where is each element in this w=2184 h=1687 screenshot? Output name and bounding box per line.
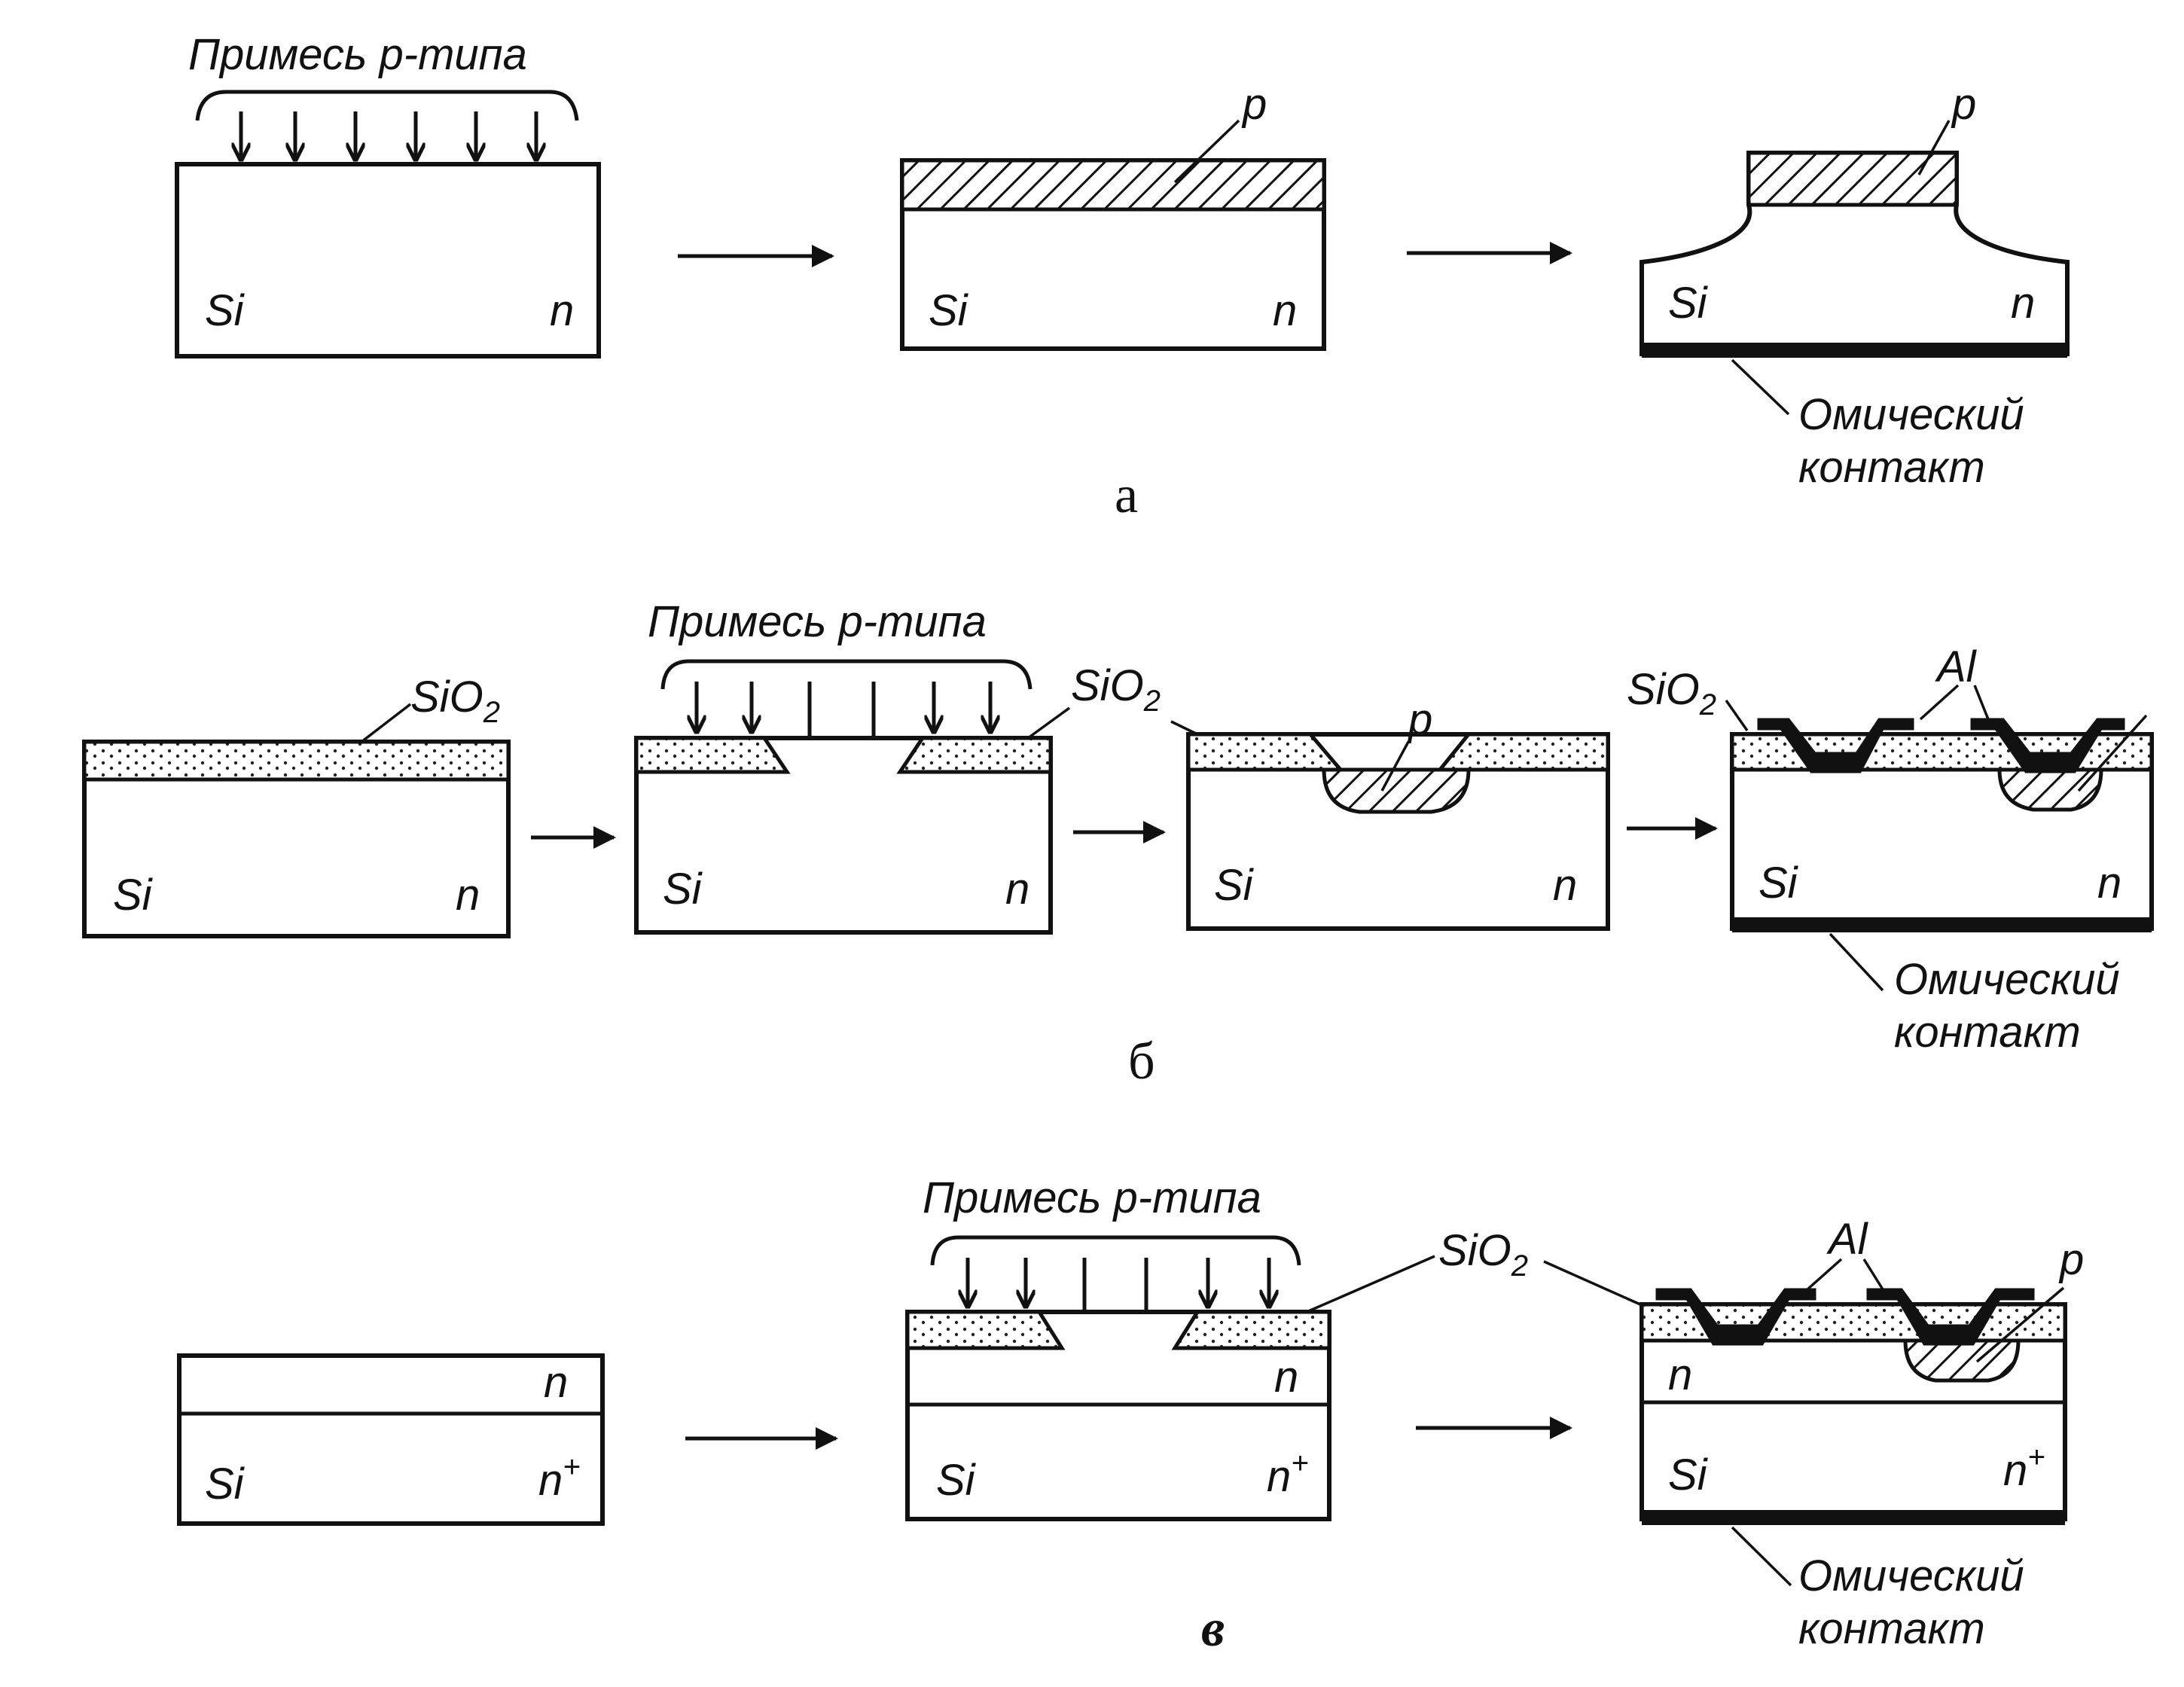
caption-b: б xyxy=(1128,1033,1155,1091)
dopant-brace-v2 xyxy=(930,1235,1301,1266)
al-leader-b4 xyxy=(1919,684,1960,721)
ohmic-contact-a3 xyxy=(1642,343,2067,358)
sio2-leader-b3 xyxy=(1170,720,1198,736)
wafer-b4: SiO2 Al Si n Омический контакт xyxy=(1627,642,2154,1057)
si-label-b3: Si xyxy=(1214,861,1255,910)
si-label-b1: Si xyxy=(113,871,154,920)
ohmic-leader-a3 xyxy=(1731,358,1790,416)
ohmic-leader-b4 xyxy=(1829,932,1884,992)
p-leader-v3 xyxy=(1975,1286,2065,1363)
wafer-b3: p Si n xyxy=(1170,695,1610,931)
p-label-v3: p xyxy=(2058,1235,2084,1284)
ohmic-contact-b4 xyxy=(1732,917,2152,932)
ohmic-label-b4-line2: контакт xyxy=(1894,1008,2081,1057)
row-b: SiO2 Si n Примесь p-типа SiO2 Si n xyxy=(82,597,2154,1091)
dopant-brace-a1 xyxy=(195,90,579,121)
wafer-v2: Примесь p-типа SiO2 n Si n+ xyxy=(905,1173,1528,1521)
sio2-leader-b4 xyxy=(1725,699,1749,732)
p-region-b4 xyxy=(1997,767,2103,812)
ohmic-label-b4-line1: Омический xyxy=(1894,955,2120,1004)
n-label-a2: n xyxy=(1273,286,1297,335)
ohmic-contact-v3 xyxy=(1642,1510,2065,1525)
al-contact-right-b4 xyxy=(1970,718,2125,773)
al-label-b4: Al xyxy=(1935,642,1978,691)
sio2-left-b2 xyxy=(634,736,791,774)
p-label-b3: p xyxy=(1407,695,1432,744)
p-leader-b4 xyxy=(2077,714,2148,792)
nplus-label-v1: n+ xyxy=(538,1451,581,1505)
sio2-left-v2 xyxy=(905,1310,1066,1350)
substrate-a1 xyxy=(175,162,601,358)
sio2-leader-v2 xyxy=(1306,1255,1435,1313)
p-layer-a3 xyxy=(1746,151,1959,207)
ohmic-leader-v3 xyxy=(1731,1526,1792,1587)
caption-a: а xyxy=(1115,466,1138,524)
substrate-v1 xyxy=(177,1353,605,1526)
sio2-label-b1: SiO2 xyxy=(410,673,500,729)
nplus-label-v3: n+ xyxy=(2003,1441,2045,1495)
n-label-a1: n xyxy=(550,286,574,335)
p-region-b3 xyxy=(1322,767,1471,814)
n-label-b1: n xyxy=(456,871,480,920)
dopant-label-b2: Примесь p-типа xyxy=(648,597,987,646)
sio2-leader-b2 xyxy=(1026,706,1071,740)
si-label-v1: Si xyxy=(205,1460,246,1509)
n-label-b3: n xyxy=(1553,861,1577,910)
n-label-a3: n xyxy=(2011,279,2035,328)
ohmic-label-a3-line2: контакт xyxy=(1798,443,1985,492)
wafer-v1: n Si n+ xyxy=(177,1353,605,1526)
al-contact-right-v3 xyxy=(1866,1288,2035,1346)
sio2-right-b3 xyxy=(1435,732,1610,772)
wafer-a2: p Si n xyxy=(900,80,1326,351)
sio2-leader-b1 xyxy=(360,703,412,743)
sio2-right-b2 xyxy=(896,736,1053,774)
p-leader-a2 xyxy=(1173,119,1240,184)
row-a: Примесь p-типа Si n p Si n xyxy=(175,30,2070,524)
p-region-v3 xyxy=(1903,1338,2021,1383)
wafer-a1: Примесь p-типа Si n xyxy=(175,30,601,358)
n-label-v2: n xyxy=(1274,1353,1298,1402)
wafer-a3: p Si n Омический контакт xyxy=(1640,80,2070,492)
si-label-v3: Si xyxy=(1668,1451,1709,1499)
al-leader-v3 xyxy=(1806,1258,1843,1291)
ohmic-label-v3-line2: контакт xyxy=(1798,1604,1985,1653)
dopant-label-a1: Примесь p-типа xyxy=(188,30,527,79)
si-label-a2: Si xyxy=(929,286,969,335)
sio2-right-v2 xyxy=(1171,1310,1331,1350)
n-label-v1: n xyxy=(544,1358,568,1407)
nplus-label-v2: n+ xyxy=(1267,1447,1309,1501)
dopant-label-v2: Примесь p-типа xyxy=(923,1173,1261,1222)
n-label-b4: n xyxy=(2097,859,2121,908)
ohmic-label-a3-line1: Омический xyxy=(1798,390,2024,439)
al-label-v3: Al xyxy=(1826,1215,1869,1264)
p-label-a3: p xyxy=(1951,80,1976,129)
dopant-brace-b2 xyxy=(660,659,1033,690)
al-contact-left-b4 xyxy=(1757,718,1914,773)
sio2-layer-b1 xyxy=(82,740,511,782)
sio2-label-b4: SiO2 xyxy=(1627,665,1716,721)
sio2-leader-v3 xyxy=(1543,1260,1641,1306)
n-label-v3: n xyxy=(1668,1350,1692,1399)
sio2-label-b2: SiO2 xyxy=(1071,661,1161,718)
p-label-a2: p xyxy=(1241,80,1267,129)
p-layer-a2 xyxy=(900,158,1326,212)
wafer-b1: SiO2 Si n xyxy=(82,673,511,938)
si-label-v2: Si xyxy=(936,1456,977,1505)
dopant-arrows-a1 xyxy=(241,111,536,160)
si-label-b2: Si xyxy=(663,865,703,914)
si-label-a1: Si xyxy=(205,286,246,335)
n-label-b2: n xyxy=(1005,865,1029,914)
p-leader-b3 xyxy=(1380,741,1410,792)
si-label-b4: Si xyxy=(1758,859,1799,908)
ohmic-label-v3-line1: Омический xyxy=(1798,1551,2024,1600)
wafer-v3: Al p n Si n+ Омический контакт xyxy=(1543,1215,2084,1653)
caption-v: в xyxy=(1201,1600,1225,1658)
al-contact-left-v3 xyxy=(1655,1288,1816,1346)
row-v: n Si n+ Примесь p-типа SiO2 n Si xyxy=(177,1173,2084,1658)
sio2-label-v2: SiO2 xyxy=(1438,1226,1528,1283)
wafer-b2: Примесь p-типа SiO2 Si n xyxy=(634,597,1161,935)
p-leader-a3 xyxy=(1917,120,1951,175)
si-label-a3: Si xyxy=(1668,279,1709,328)
